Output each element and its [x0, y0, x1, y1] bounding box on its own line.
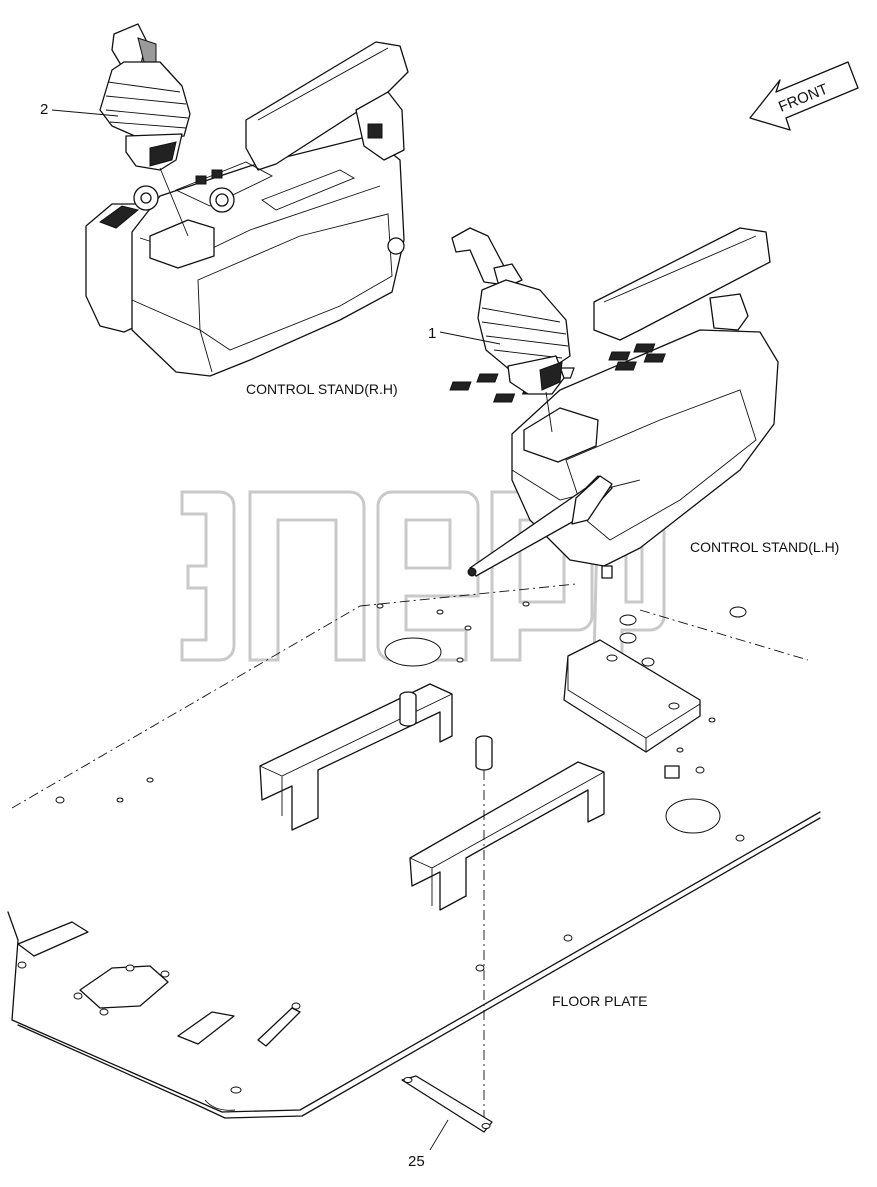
joystick-rh — [99, 23, 191, 171]
callout-part-25: 25 — [408, 1153, 425, 1170]
label-floor-plate: FLOOR PLATE — [552, 993, 647, 1009]
panel-buttons — [449, 343, 666, 403]
control-stand-rh — [85, 23, 409, 377]
plate-holes — [17, 601, 747, 1094]
bracket-right — [409, 761, 605, 911]
callout-part-1: 1 — [428, 325, 436, 342]
front-arrow-icon: FRONT — [749, 61, 859, 131]
callout-part-2: 2 — [40, 101, 48, 118]
floor-plate — [7, 583, 821, 1119]
bracket-left — [259, 683, 453, 831]
standoff-right — [475, 735, 493, 771]
bracket-box — [563, 639, 701, 753]
joystick-lh — [451, 227, 571, 395]
label-control-stand-rh: CONTROL STAND(R.H) — [246, 381, 398, 397]
label-control-stand-lh: CONTROL STAND(L.H) — [690, 539, 839, 555]
control-stand-lh — [449, 227, 779, 579]
leader-lines — [51, 109, 553, 1151]
ground-strap — [401, 1075, 493, 1133]
standoff-left — [399, 691, 417, 727]
